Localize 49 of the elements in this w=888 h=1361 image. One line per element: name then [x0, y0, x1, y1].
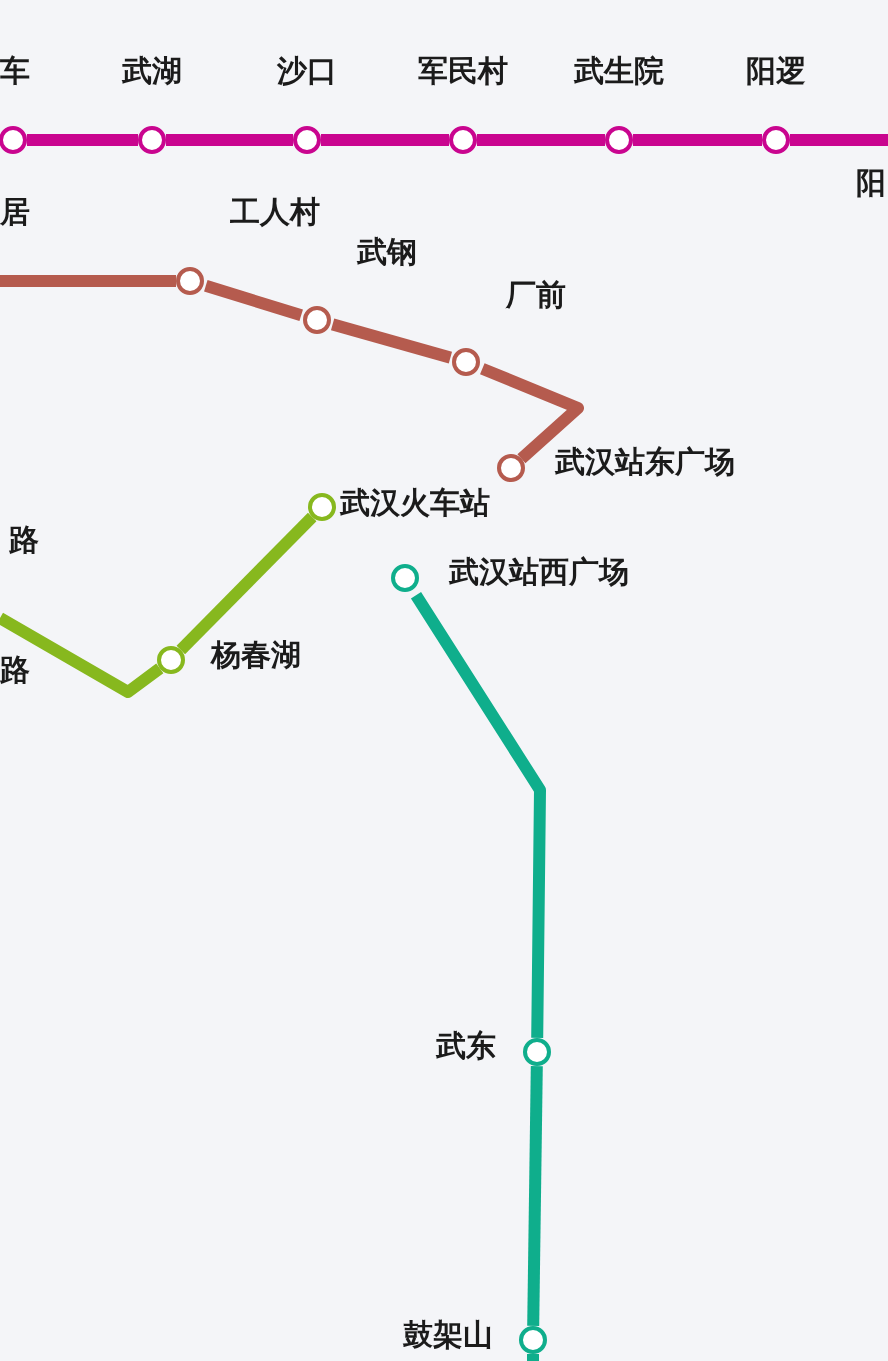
station-marker	[497, 454, 525, 482]
metro-line	[410, 591, 546, 1038]
station-name: 武湖	[122, 55, 182, 87]
metro-line	[27, 134, 138, 146]
station-marker	[138, 126, 166, 154]
station-name: 武东	[436, 1030, 496, 1062]
station-marker	[523, 1038, 551, 1066]
metro-line	[633, 134, 762, 146]
station-name: 武钢	[357, 236, 417, 268]
station-name: 工人村	[230, 196, 320, 228]
metro-line	[0, 275, 176, 287]
station-marker	[519, 1326, 547, 1354]
metro-line	[477, 134, 605, 146]
station-name: 武生院	[574, 55, 664, 87]
metro-line	[330, 318, 453, 364]
station-marker	[308, 493, 336, 521]
metro-line	[321, 134, 449, 146]
metro-line	[176, 512, 317, 655]
station-marker	[391, 564, 419, 592]
station-marker	[157, 646, 185, 674]
station-name: 武汉站西广场	[449, 556, 629, 588]
station-name: 鼓架山	[403, 1319, 493, 1351]
station-name: 军民村	[418, 55, 508, 87]
station-name: 沙口	[277, 55, 337, 87]
station-marker	[176, 267, 204, 295]
station-name: 武汉火车站	[340, 487, 490, 519]
metro-line	[204, 280, 303, 321]
metro-line	[0, 612, 164, 698]
station-name: 阳	[856, 167, 886, 199]
station-name: 阳逻	[746, 55, 806, 87]
station-marker	[303, 306, 331, 334]
station-name: 车	[0, 55, 30, 87]
station-marker	[0, 126, 27, 154]
station-name: 杨春湖	[211, 639, 301, 671]
metro-line	[790, 134, 888, 146]
station-marker	[449, 126, 477, 154]
station-name: 武汉站东广场	[555, 446, 735, 478]
metro-line	[527, 1354, 539, 1361]
station-name: 路	[9, 524, 39, 556]
station-name: 路	[0, 654, 30, 686]
metro-line	[166, 134, 293, 146]
station-marker	[605, 126, 633, 154]
station-marker	[762, 126, 790, 154]
station-marker	[452, 348, 480, 376]
station-name: 居	[0, 196, 30, 228]
station-name: 厂前	[506, 279, 566, 311]
station-marker	[293, 126, 321, 154]
metro-line	[527, 1066, 543, 1326]
metro-line	[480, 363, 584, 464]
